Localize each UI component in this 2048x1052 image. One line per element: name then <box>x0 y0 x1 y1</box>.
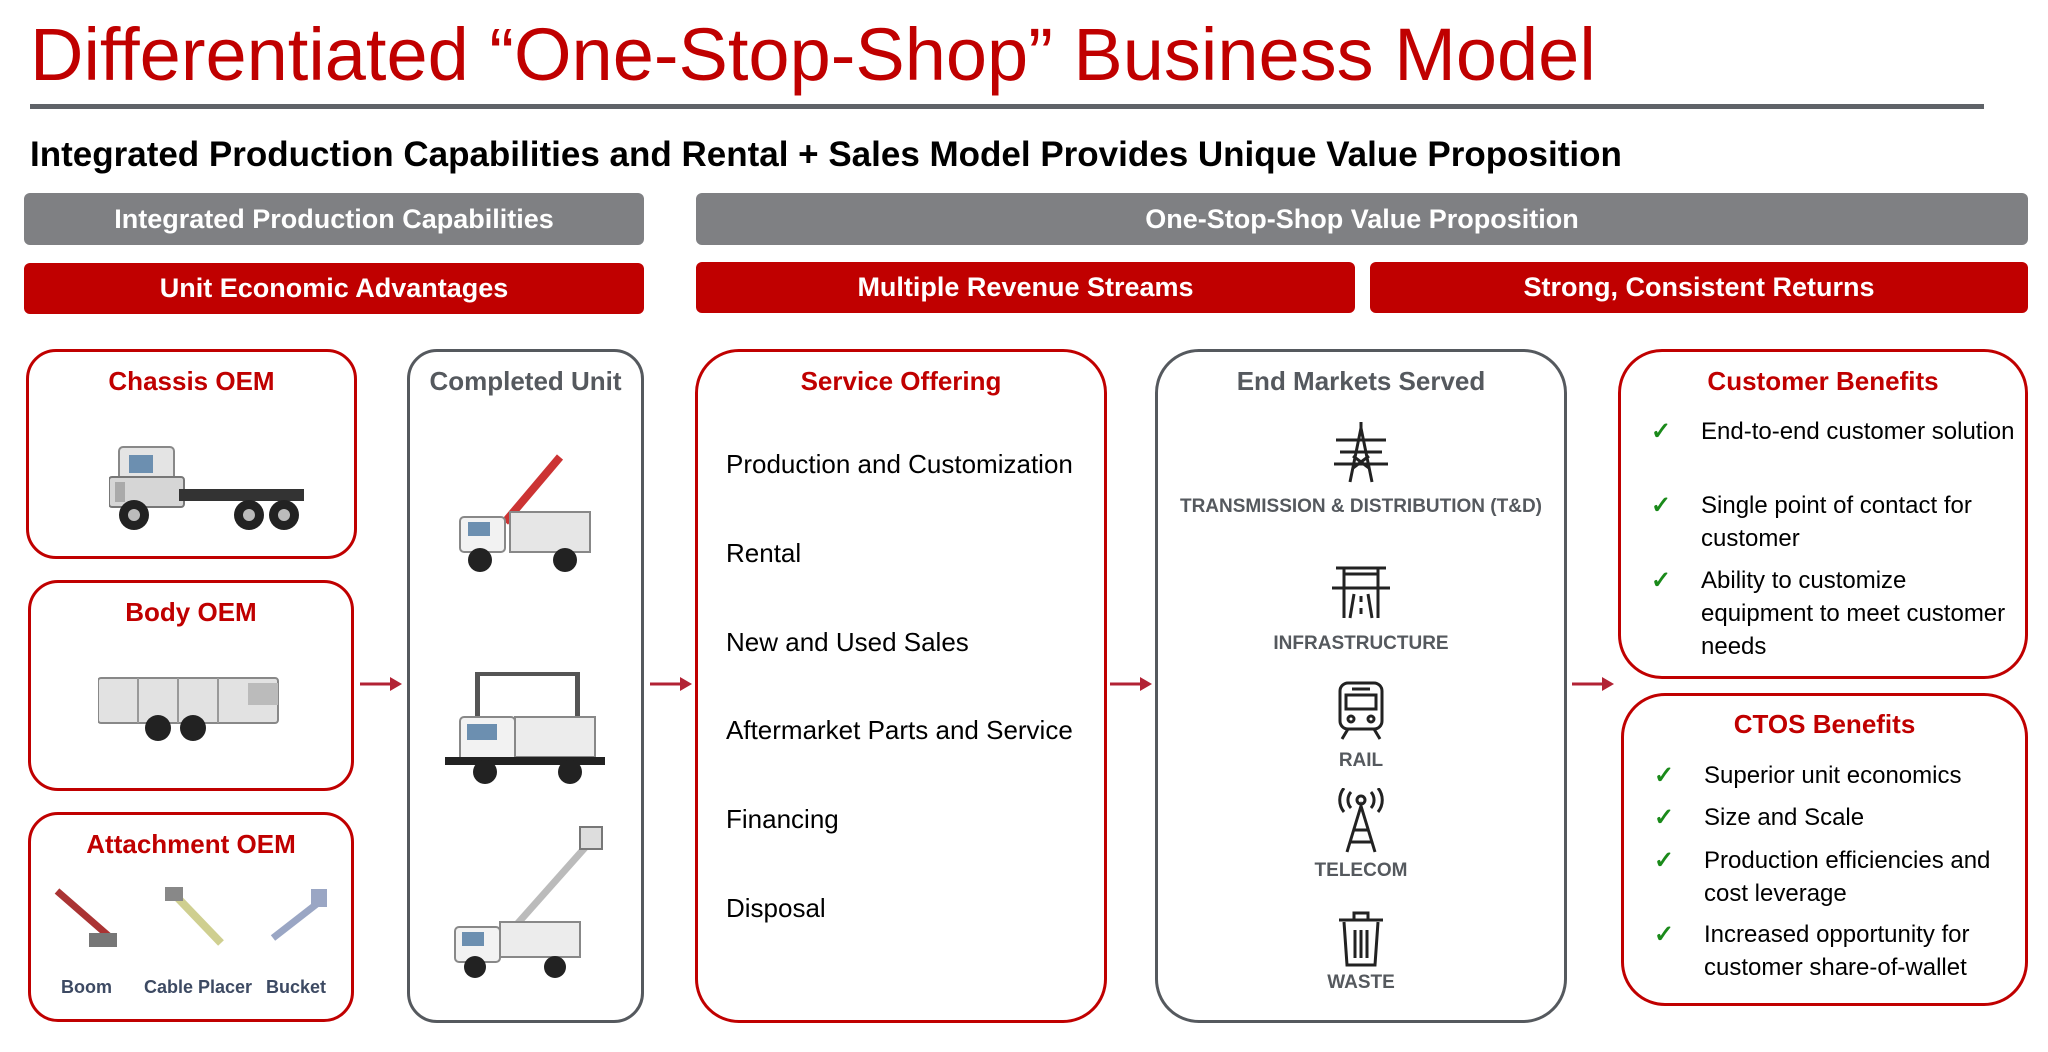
service-item: Rental <box>726 538 802 568</box>
body-oem-title: Body OEM <box>125 597 257 627</box>
completed-unit-title: Completed Unit <box>429 366 622 396</box>
service-item: New and Used Sales <box>726 627 969 657</box>
benefit-text: Size and Scale <box>1704 804 1865 831</box>
completed-truck-image-3 <box>454 826 603 978</box>
benefit-text: Superior unit economics <box>1704 762 1962 789</box>
title-divider <box>30 104 1984 109</box>
market-label-infrastructure: INFRASTRUCTURE <box>1273 633 1449 654</box>
market-label-telecom: TELECOM <box>1314 860 1408 881</box>
attachment-oem-title: Attachment OEM <box>86 829 296 859</box>
service-item: Financing <box>726 804 839 834</box>
cable-placer-image <box>165 887 224 946</box>
market-label-rail: RAIL <box>1338 750 1384 771</box>
benefit-text: Production efficiencies and cost leverag… <box>1704 847 1991 907</box>
checkmark-icon: ✓ <box>1651 418 1672 445</box>
customer-benefits-box: Customer Benefits ✓ End-to-end customer … <box>1618 349 2028 679</box>
integrated-production-bar: Integrated Production Capabilities <box>24 193 644 245</box>
multiple-revenue-bar: Multiple Revenue Streams <box>696 262 1355 313</box>
benefit-text: Ability to customize equipment to meet c… <box>1701 567 2006 660</box>
checkmark-icon: ✓ <box>1654 847 1675 874</box>
ctos-benefits-title: CTOS Benefits <box>1733 709 1916 739</box>
benefit-item: ✓ End-to-end customer solution <box>1651 415 2015 448</box>
benefit-item: ✓ Size and Scale <box>1654 801 2015 834</box>
benefit-item: ✓ Superior unit economics <box>1654 759 2015 792</box>
arrow-right-icon <box>1110 677 1152 691</box>
transmission-tower-icon <box>1334 422 1388 483</box>
service-item: Production and Customization <box>726 449 1073 479</box>
unit-economic-bar: Unit Economic Advantages <box>24 263 644 314</box>
checkmark-icon: ✓ <box>1651 567 1672 594</box>
body-oem-box: Body OEM <box>28 580 354 791</box>
ctos-benefits-box: CTOS Benefits ✓ Superior unit economics … <box>1621 693 2028 1006</box>
completed-unit-box: Completed Unit <box>407 349 644 1023</box>
service-offering-box: Service Offering Production and Customiz… <box>695 349 1107 1023</box>
checkmark-icon: ✓ <box>1654 762 1675 789</box>
radio-tower-icon <box>1338 788 1384 853</box>
market-label-transmission: TRANSMISSION & DISTRIBUTION (T&D) <box>1179 496 1543 517</box>
chassis-truck-image <box>109 446 304 530</box>
boom-image <box>54 888 117 947</box>
benefit-item: ✓ Ability to customize equipment to meet… <box>1651 564 2015 663</box>
service-item: Aftermarket Parts and Service <box>726 715 1073 745</box>
benefit-text: End-to-end customer solution <box>1701 418 2015 445</box>
completed-truck-image-2 <box>445 672 605 784</box>
end-markets-box: End Markets Served TRANSMISSION & DISTRI… <box>1155 349 1567 1023</box>
service-offering-title: Service Offering <box>800 366 1002 396</box>
checkmark-icon: ✓ <box>1651 492 1672 519</box>
benefit-item: ✓ Single point of contact for customer <box>1651 489 2015 555</box>
market-label-waste: WASTE <box>1327 972 1395 993</box>
page-subtitle: Integrated Production Capabilities and R… <box>30 135 1622 174</box>
checkmark-icon: ✓ <box>1654 804 1675 831</box>
one-stop-shop-bar: One-Stop-Shop Value Proposition <box>696 193 2028 245</box>
service-body-image <box>98 677 279 741</box>
attachment-type-bucket: Bucket <box>266 977 327 997</box>
arrow-right-icon <box>360 677 402 691</box>
bucket-image <box>270 889 327 941</box>
arrow-right-icon <box>1572 677 1614 691</box>
benefit-text: Single point of contact for customer <box>1701 492 1972 552</box>
arrow-right-icon <box>650 677 692 691</box>
strong-returns-bar: Strong, Consistent Returns <box>1370 262 2028 313</box>
end-markets-title: End Markets Served <box>1236 366 1486 396</box>
service-item: Disposal <box>726 893 826 923</box>
benefit-item: ✓ Increased opportunity for customer sha… <box>1654 918 2015 984</box>
highway-icon <box>1332 566 1390 619</box>
customer-benefits-title: Customer Benefits <box>1707 366 1939 396</box>
train-icon <box>1338 681 1384 740</box>
trash-can-icon <box>1339 911 1383 967</box>
attachment-oem-box: Attachment OEM Boom Cable Placer Bucket <box>28 812 354 1022</box>
attachment-type-cable-placer: Cable Placer <box>144 977 253 997</box>
benefit-text: Increased opportunity for customer share… <box>1704 921 1970 981</box>
completed-truck-image-1 <box>459 454 591 572</box>
page-title: Differentiated “One-Stop-Shop” Business … <box>30 13 1596 96</box>
attachment-type-boom: Boom <box>61 977 112 997</box>
checkmark-icon: ✓ <box>1654 921 1675 948</box>
chassis-oem-box: Chassis OEM <box>26 349 357 559</box>
benefit-item: ✓ Production efficiencies and cost lever… <box>1654 844 2015 910</box>
chassis-oem-title: Chassis OEM <box>108 366 275 396</box>
